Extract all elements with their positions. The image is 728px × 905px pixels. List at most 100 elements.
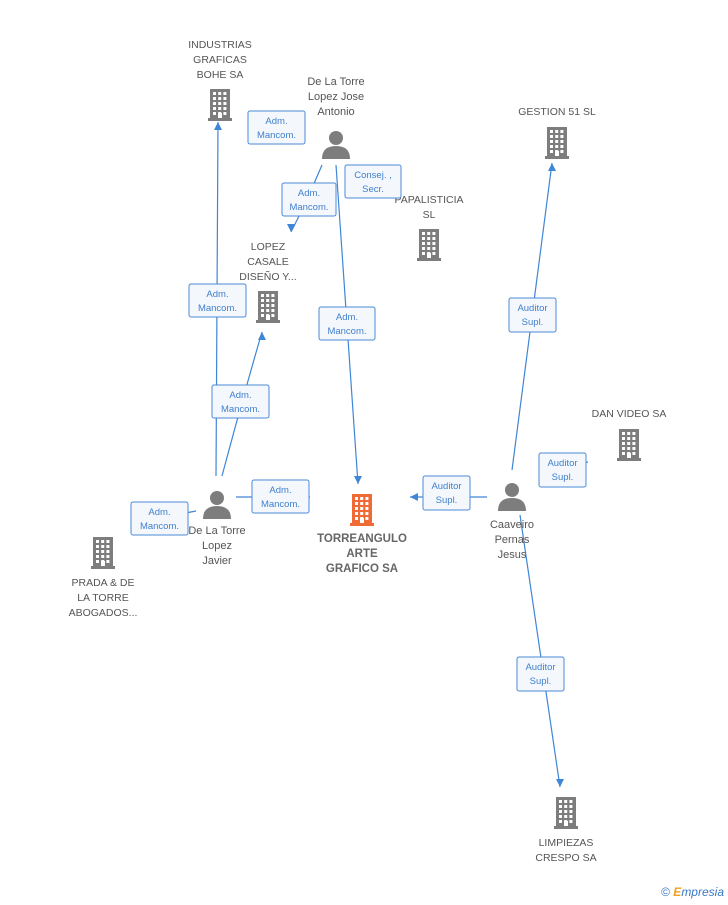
- relation-text: Adm.: [206, 289, 228, 300]
- building-icon: [417, 229, 441, 261]
- edge-arrowhead: [548, 163, 556, 171]
- edge-arrowhead: [258, 332, 266, 340]
- edge-arrowhead: [354, 476, 362, 484]
- relation-text: Consej. ,: [354, 170, 392, 181]
- edge-arrowhead: [556, 779, 564, 787]
- relation-text: Mancom.: [221, 404, 260, 415]
- relation-badge[interactable]: Adm. Mancom.: [251, 479, 310, 514]
- node-label: Pernas: [495, 534, 530, 546]
- relation-badge[interactable]: Adm. Mancom.: [130, 501, 189, 536]
- relation-text: Auditor: [431, 481, 461, 492]
- copyright-icon: ©: [661, 885, 670, 899]
- relation-text: Auditor: [525, 662, 555, 673]
- relation-text: Adm.: [229, 390, 251, 401]
- node-label: Caaveiro: [490, 519, 534, 531]
- node-label: BOHE SA: [197, 69, 244, 81]
- node-label: PAPALISTICIA: [394, 194, 463, 206]
- node-dan-video[interactable]: DAN VIDEO SA: [592, 408, 667, 461]
- node-label: Jesus: [498, 549, 527, 561]
- building-icon: [256, 291, 280, 323]
- building-icon: [208, 89, 232, 121]
- node-label: GRAFICO SA: [326, 563, 398, 575]
- relation-text: Adm.: [148, 507, 170, 518]
- edge-arrowhead: [214, 122, 222, 130]
- relation-badge[interactable]: Adm. Mancom.: [281, 182, 337, 217]
- building-icon: [617, 429, 641, 461]
- node-lopez-casale[interactable]: LOPEZ CASALE DISEÑO Y...: [239, 241, 297, 323]
- relation-text: Supl.: [522, 317, 544, 328]
- node-label: DAN VIDEO SA: [592, 408, 667, 420]
- node-label: Lopez Jose: [308, 91, 364, 103]
- node-label: INDUSTRIAS: [188, 39, 252, 51]
- node-label: LIMPIEZAS: [539, 837, 594, 849]
- brand-initial: E: [673, 885, 682, 899]
- relation-text: Supl.: [530, 676, 552, 687]
- relation-text: Mancom.: [257, 130, 296, 141]
- node-label: GESTION 51 SL: [518, 106, 596, 118]
- relation-text: Mancom.: [198, 303, 237, 314]
- node-limpiezas[interactable]: LIMPIEZAS CRESPO SA: [535, 797, 597, 864]
- node-label: Antonio: [317, 106, 354, 118]
- node-label: DISEÑO Y...: [239, 270, 296, 283]
- building-icon: [91, 537, 115, 569]
- node-label: CASALE: [247, 256, 288, 268]
- node-label: De La Torre: [307, 76, 364, 88]
- relation-text: Adm.: [298, 188, 320, 199]
- node-label: Javier: [202, 555, 232, 567]
- building-icon: [554, 797, 578, 829]
- relation-text: Adm.: [269, 485, 291, 496]
- relation-text: Supl.: [552, 472, 574, 483]
- edge-arrowhead: [287, 224, 295, 232]
- copyright-footer: © Empresia: [661, 885, 724, 899]
- relation-labels: Adm.Mancom.Consej. ,Secr.Adm.Mancom.Adm.…: [130, 110, 587, 692]
- relation-badge[interactable]: Consej. , Secr.: [344, 164, 402, 199]
- node-label: De La Torre: [188, 525, 245, 537]
- node-prada[interactable]: PRADA & DE LA TORRE ABOGADOS...: [69, 537, 138, 619]
- relation-badge[interactable]: Adm. Mancom.: [211, 384, 270, 419]
- relation-text: Auditor: [517, 303, 547, 314]
- relation-text: Secr.: [362, 184, 384, 195]
- node-label: LOPEZ: [251, 241, 286, 253]
- person-icon: [322, 131, 350, 159]
- person-icon: [498, 483, 526, 511]
- node-label: PRADA & DE: [71, 577, 134, 589]
- node-label: TORREANGULO: [317, 533, 407, 545]
- node-label: Lopez: [202, 540, 232, 552]
- node-label: SL: [423, 209, 436, 221]
- node-label: LA TORRE: [77, 592, 129, 604]
- relation-text: Adm.: [336, 312, 358, 323]
- node-label: ABOGADOS...: [69, 607, 138, 619]
- node-label: ARTE: [346, 548, 378, 560]
- node-industrias[interactable]: INDUSTRIAS GRAFICAS BOHE SA: [188, 39, 252, 121]
- relation-text: Supl.: [436, 495, 458, 506]
- building-icon: [545, 127, 569, 159]
- relation-text: Mancom.: [289, 202, 328, 213]
- relation-text: Mancom.: [261, 499, 300, 510]
- node-label: GRAFICAS: [193, 54, 247, 66]
- relation-badge[interactable]: Adm. Mancom.: [188, 283, 247, 318]
- building-icon: [350, 494, 374, 526]
- relation-text: Mancom.: [327, 326, 366, 337]
- person-icon: [203, 491, 231, 519]
- relation-text: Auditor: [547, 458, 577, 469]
- relation-text: Mancom.: [140, 521, 179, 532]
- brand-name: mpresia: [681, 885, 724, 899]
- node-gestion51[interactable]: GESTION 51 SL: [518, 106, 596, 159]
- edge-arrowhead: [410, 493, 418, 501]
- edge-line: [519, 514, 561, 788]
- relation-text: Adm.: [265, 116, 287, 127]
- relation-badge[interactable]: Adm. Mancom.: [318, 306, 376, 341]
- relation-badge[interactable]: Adm. Mancom.: [247, 110, 306, 145]
- node-torreangulo[interactable]: TORREANGULO ARTE GRAFICO SA: [317, 494, 407, 575]
- node-papalisticia[interactable]: PAPALISTICIA SL: [394, 194, 464, 261]
- node-label: CRESPO SA: [535, 852, 596, 864]
